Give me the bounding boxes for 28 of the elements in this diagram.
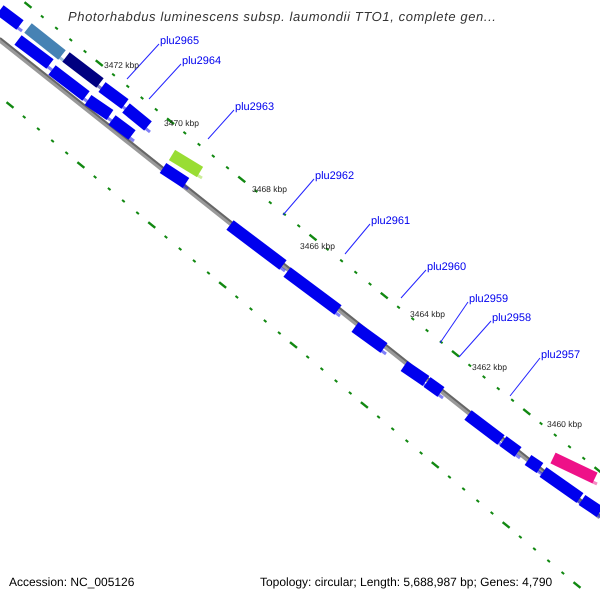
- scale-label: 3466 kbp: [300, 242, 335, 250]
- gene-label: plu2957: [541, 350, 580, 361]
- scale-label: 3470 kbp: [164, 119, 199, 128]
- leader-line: [440, 302, 468, 344]
- scale-label: 3460 kbp: [547, 420, 582, 428]
- leader-line: [126, 44, 160, 80]
- gene-label: plu2960: [427, 262, 466, 273]
- gene-label: plu2965: [160, 36, 200, 47]
- scale-label: 3468 kbp: [252, 185, 287, 194]
- leader-line: [208, 110, 234, 140]
- scale-label: 3464 kbp: [410, 310, 445, 318]
- leader-line: [148, 64, 182, 100]
- genome-info-text: Topology: circular; Length: 5,688,987 bp; Genes: 4,790: [260, 576, 552, 588]
- leader-line: [458, 320, 492, 358]
- gene-label: plu2961: [371, 216, 410, 227]
- leader-line: [344, 224, 370, 254]
- accession-text: Accession: NC_005126: [9, 576, 134, 588]
- gene-label: plu2959: [469, 294, 508, 305]
- gene-label: plu2962: [315, 171, 354, 182]
- scale-label: 3462 kbp: [472, 363, 507, 372]
- leader-line: [510, 358, 540, 396]
- scale-label: 3472 kbp: [104, 61, 139, 70]
- leader-line: [282, 178, 314, 216]
- leader-line: [400, 270, 426, 298]
- title: Photorhabdus luminescens subsp. laumondii TTO1, complete gen...: [68, 10, 496, 23]
- gene-label: plu2963: [235, 102, 274, 113]
- gene-label: plu2958: [492, 313, 532, 324]
- gene-label: plu2964: [182, 56, 222, 67]
